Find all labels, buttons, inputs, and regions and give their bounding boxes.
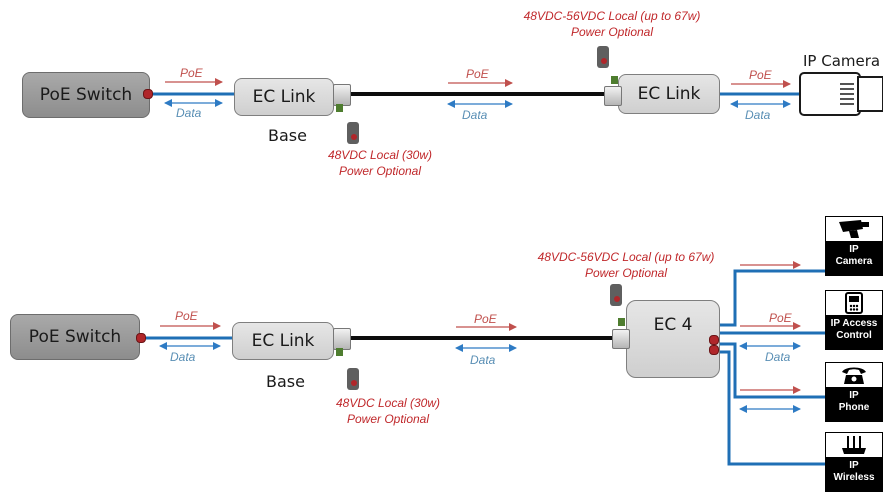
- remote-power-note: 48VDC-56VDC Local (up to 67w) Power Opti…: [526, 249, 726, 281]
- power-port: [618, 318, 625, 326]
- ec-link-base: EC Link: [234, 78, 334, 116]
- power-port: [611, 76, 618, 84]
- power-plug-icon: [347, 122, 359, 144]
- data-label: Data: [470, 353, 496, 367]
- port-dot: [709, 335, 719, 345]
- poe-switch-label: PoE Switch: [39, 85, 133, 105]
- base-power-note: 48VDC Local (30w) Power Optional: [310, 147, 450, 179]
- cable-connector: [604, 86, 622, 106]
- power-note-line1: 48VDC-56VDC Local (up to 67w): [523, 9, 701, 23]
- device-line2: Phone: [838, 402, 870, 413]
- data-label: Data: [745, 108, 771, 122]
- port-dot: [143, 89, 153, 99]
- device-line1: IP: [849, 390, 859, 401]
- power-port: [336, 104, 343, 112]
- port-dot: [136, 333, 146, 343]
- cable-connector: [333, 328, 351, 350]
- power-plug-icon: [610, 284, 622, 306]
- poe-label: PoE: [466, 67, 489, 81]
- device-line2: Wireless: [833, 472, 875, 483]
- ec-link-remote: EC Link: [618, 74, 720, 114]
- ec-link-base-label: EC Link: [252, 87, 316, 107]
- ethernet-cable: [720, 342, 826, 399]
- power-note-line1: 48VDC-56VDC Local (up to 67w): [537, 250, 715, 264]
- poe-switch: PoE Switch: [10, 314, 140, 360]
- power-plug-icon: [597, 46, 609, 68]
- poe-label: PoE: [180, 66, 203, 80]
- power-note-line2: Power Optional: [584, 266, 668, 280]
- cable-connector: [612, 329, 630, 349]
- cctv-camera-icon: [839, 220, 869, 238]
- base-caption: Base: [268, 126, 307, 145]
- power-note-line2: Power Optional: [338, 164, 422, 178]
- ec-link-base-label: EC Link: [251, 331, 315, 351]
- data-label: Data: [765, 350, 791, 364]
- telephone-icon: [842, 367, 866, 384]
- power-port: [336, 348, 343, 356]
- ec-link-remote-label: EC Link: [637, 84, 701, 104]
- data-label: Data: [170, 350, 196, 364]
- device-line2: Control: [836, 330, 872, 341]
- ec4-hub: EC 4: [626, 300, 720, 378]
- cable-connector: [333, 84, 351, 106]
- power-plug-icon: [347, 368, 359, 390]
- port-dot: [709, 345, 719, 355]
- ec-link-base: EC Link: [232, 322, 334, 360]
- ec4-hub-label: EC 4: [653, 315, 693, 335]
- remote-power-note: 48VDC-56VDC Local (up to 67w) Power Opti…: [512, 8, 712, 40]
- wireless-router-icon: [842, 436, 866, 454]
- power-note-line1: 48VDC Local (30w): [327, 148, 433, 162]
- poe-label: PoE: [769, 311, 792, 325]
- poe-switch: PoE Switch: [22, 72, 150, 118]
- camera-label: IP Camera: [803, 52, 881, 70]
- poe-label: PoE: [175, 309, 198, 323]
- data-label: Data: [176, 106, 202, 120]
- power-note-line2: Power Optional: [570, 25, 654, 39]
- poe-label: PoE: [749, 68, 772, 82]
- device-line2: Camera: [835, 256, 873, 267]
- access-control-icon: [845, 292, 863, 314]
- ethernet-cable: [720, 350, 826, 466]
- power-note-line1: 48VDC Local (30w): [335, 396, 441, 410]
- device-line1: IP: [849, 244, 859, 255]
- base-caption: Base: [266, 372, 305, 391]
- power-note-line2: Power Optional: [346, 412, 430, 426]
- device-line1: IP: [849, 460, 859, 471]
- data-label: Data: [462, 108, 488, 122]
- ethernet-cable: [720, 269, 826, 327]
- ip-camera-icon: [799, 72, 883, 116]
- device-line1: IP Access: [830, 318, 878, 329]
- poe-switch-label: PoE Switch: [28, 327, 122, 347]
- base-power-note: 48VDC Local (30w) Power Optional: [318, 395, 458, 427]
- poe-label: PoE: [474, 312, 497, 326]
